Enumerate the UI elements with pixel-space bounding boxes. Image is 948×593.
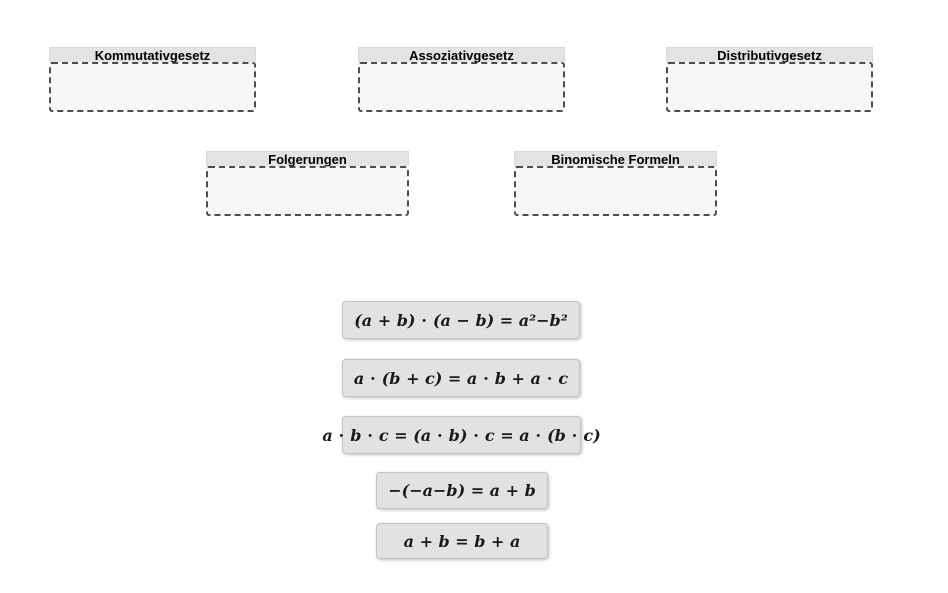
category-label-folgerungen: Folgerungen [206,151,409,167]
formula-card-3[interactable]: a ⋅ b ⋅ c = (a ⋅ b) ⋅ c = a ⋅ (b ⋅ c) [322,416,601,454]
dropzone-binomische-formeln[interactable] [514,166,717,216]
category-folgerungen: Folgerungen [206,151,409,216]
dropzone-folgerungen[interactable] [206,166,409,216]
category-distributivgesetz: Distributivgesetz [666,47,873,112]
category-assoziativgesetz: Assoziativgesetz [358,47,565,112]
category-label-distributivgesetz: Distributivgesetz [666,47,873,63]
category-kommutativgesetz: Kommutativgesetz [49,47,256,112]
dropzone-distributivgesetz[interactable] [666,62,873,112]
category-label-binomische-formeln: Binomische Formeln [514,151,717,167]
formula-card-5[interactable]: a + b = b + a [376,523,548,559]
category-binomische-formeln: Binomische Formeln [514,151,717,216]
formula-card-2[interactable]: a ⋅ (b + c) = a ⋅ b + a ⋅ c [342,359,580,397]
dropzone-kommutativgesetz[interactable] [49,62,256,112]
formula-card-1[interactable]: (a + b) ⋅ (a − b) = a²−b² [342,301,580,339]
category-label-kommutativgesetz: Kommutativgesetz [49,47,256,63]
formula-card-4[interactable]: −(−a−b) = a + b [376,472,548,509]
category-label-assoziativgesetz: Assoziativgesetz [358,47,565,63]
dropzone-assoziativgesetz[interactable] [358,62,565,112]
